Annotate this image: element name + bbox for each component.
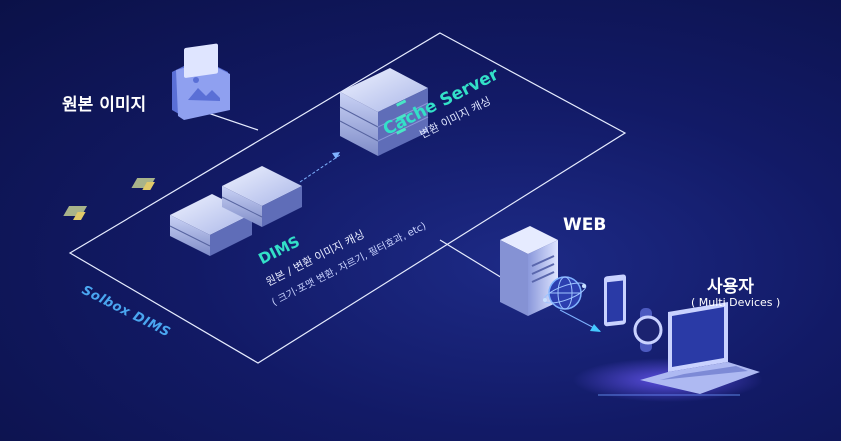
dims-server-icon	[63, 166, 302, 256]
web-label: WEB	[563, 215, 607, 235]
laptop-icon	[640, 302, 760, 394]
dims-to-cache-arrow	[332, 152, 340, 159]
globe-icon	[543, 276, 587, 310]
cache-server-icon	[339, 68, 429, 156]
user-label: 사용자	[707, 277, 754, 297]
web-to-user-arrow	[590, 324, 601, 332]
image-folder-icon	[172, 43, 230, 120]
smartphone-icon	[604, 274, 626, 327]
smartwatch-icon	[633, 308, 663, 352]
origin-connector	[204, 111, 259, 131]
platform-outline	[68, 32, 627, 364]
origin-image-label: 원본 이미지	[62, 95, 147, 115]
dims-to-cache-connector	[299, 154, 341, 183]
user-devices-label: ( Multi Devices )	[691, 296, 781, 309]
